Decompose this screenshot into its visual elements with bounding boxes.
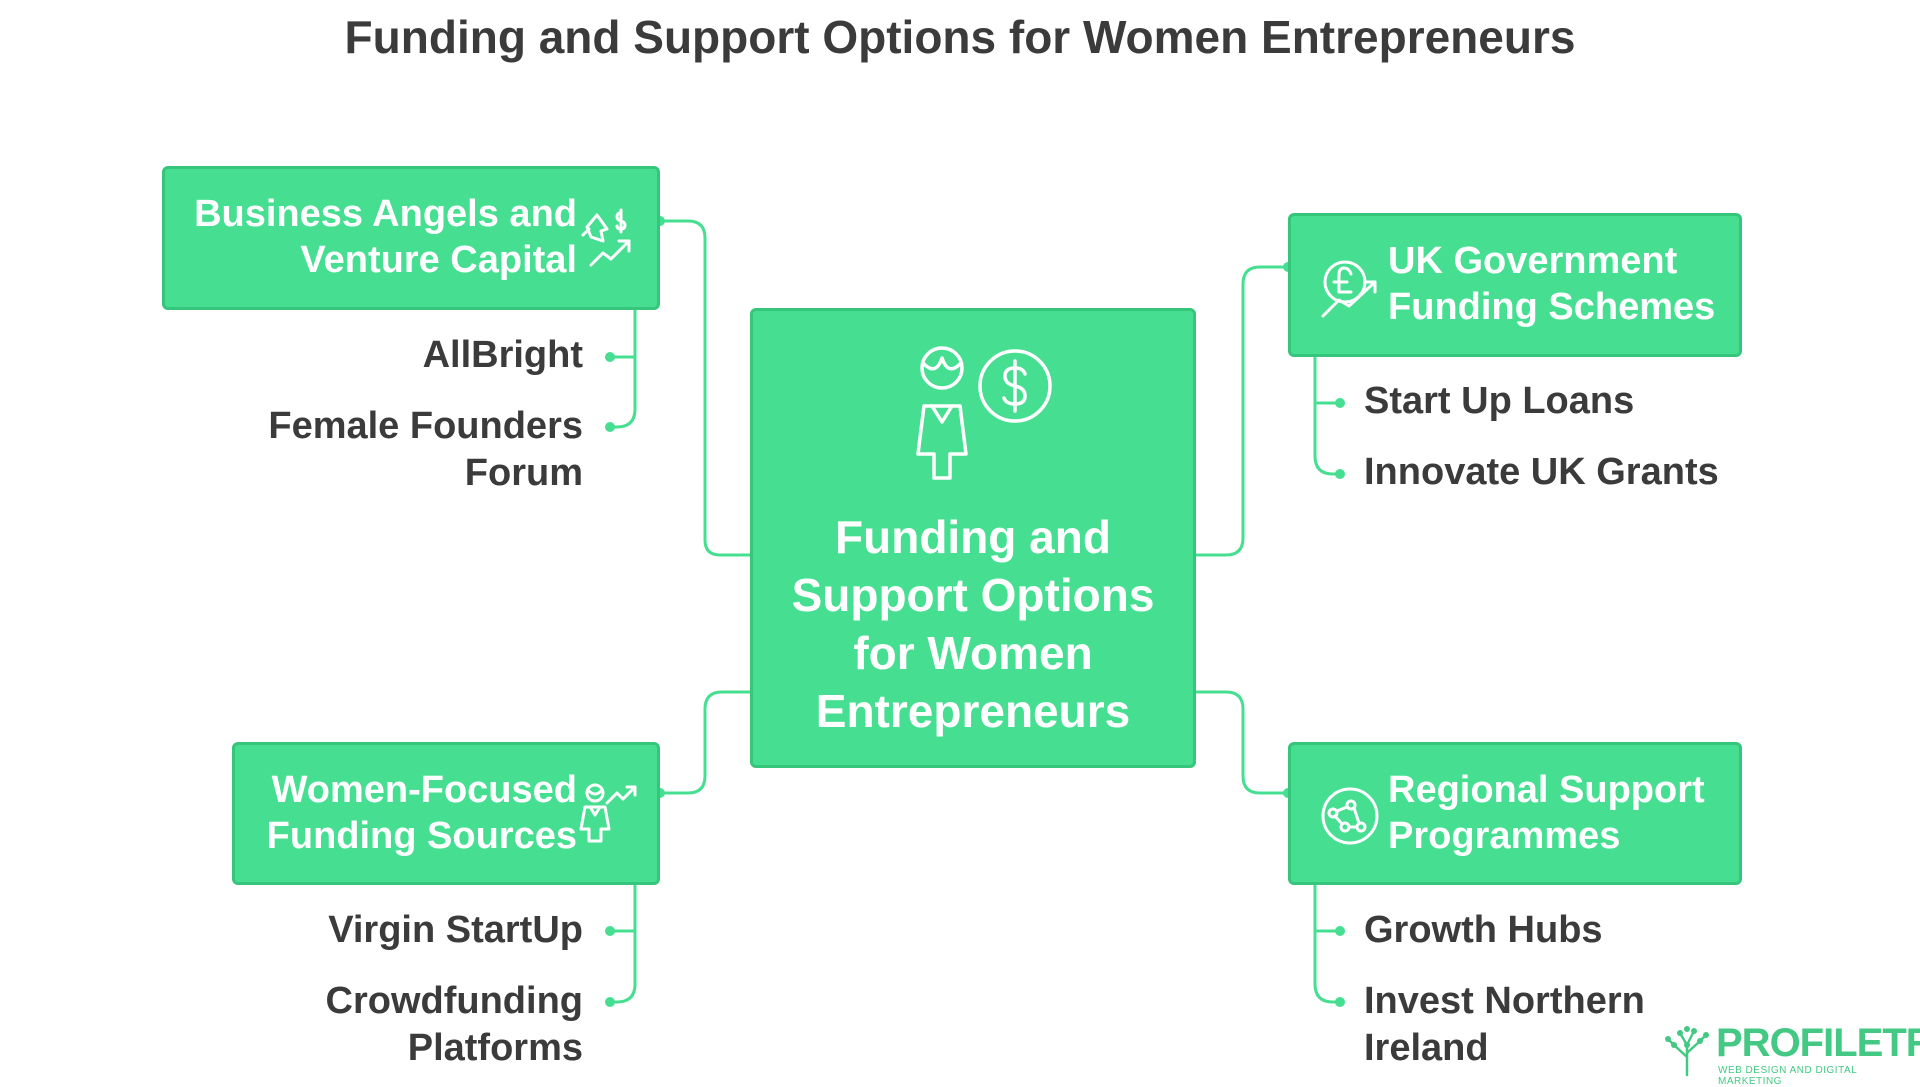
connector-center-top-left [660,219,750,557]
list-item-innovate-uk-grants: Innovate UK Grants [1364,451,1719,493]
list-item-crowdfunding-platforms: Crowdfunding Platforms [325,980,583,1069]
connector-top-right-items [1313,356,1340,476]
connector-top-left-items [610,309,637,429]
branch-box-women-focused: Women-Focused Funding Sources [232,742,660,885]
connector-center-bottom-left [660,690,750,795]
central-topic-label: Funding and Support Options for Women En… [791,511,1155,737]
diagram-title: Funding and Support Options for Women En… [344,11,1576,63]
woman-growth-icon [579,783,637,843]
woman-icon [916,346,968,480]
connector-bottom-right-items [1313,885,1340,1004]
branch-box-regional-support: Regional Support Programmes [1288,742,1742,885]
tree-icon [1665,1026,1709,1077]
connector-center-top-right [1196,265,1288,557]
branch-box-business-angels: Business Angels and Venture Capital [162,166,660,310]
angel-investor-icon [581,208,631,267]
central-topic-box: Funding and Support Options for Women En… [750,308,1196,768]
branch-label: Women-Focused Funding Sources [266,769,577,857]
list-item-virgin-startup: Virgin StartUp [328,909,583,951]
list-item-female-founders-forum: Female Founders Forum [268,405,583,494]
logo-tagline: WEB DESIGN AND DIGITAL MARKETING [1718,1065,1857,1087]
connector-bottom-left-items [610,885,637,1004]
branch-label: Business Angels and Venture Capital [194,193,577,281]
branch-label: UK Government Funding Schemes [1388,240,1716,328]
pound-growth-icon [1321,260,1377,318]
list-item-allbright: AllBright [422,334,583,376]
list-item-growth-hubs: Growth Hubs [1364,909,1603,951]
regional-network-icon [1321,787,1379,845]
logo-wordmark: PROFILETREE [1716,1021,1920,1065]
connector-center-bottom-right [1196,690,1288,795]
profiletree-logo: PROFILETREE WEB DESIGN AND DIGITAL MARKE… [1662,1021,1920,1087]
list-item-invest-northern-ireland: Invest Northern Ireland [1364,980,1645,1069]
branch-label: Regional Support Programmes [1388,769,1705,857]
branch-box-uk-government: UK Government Funding Schemes [1288,213,1742,357]
dollar-coin-icon [978,349,1052,423]
list-item-start-up-loans: Start Up Loans [1364,380,1635,422]
